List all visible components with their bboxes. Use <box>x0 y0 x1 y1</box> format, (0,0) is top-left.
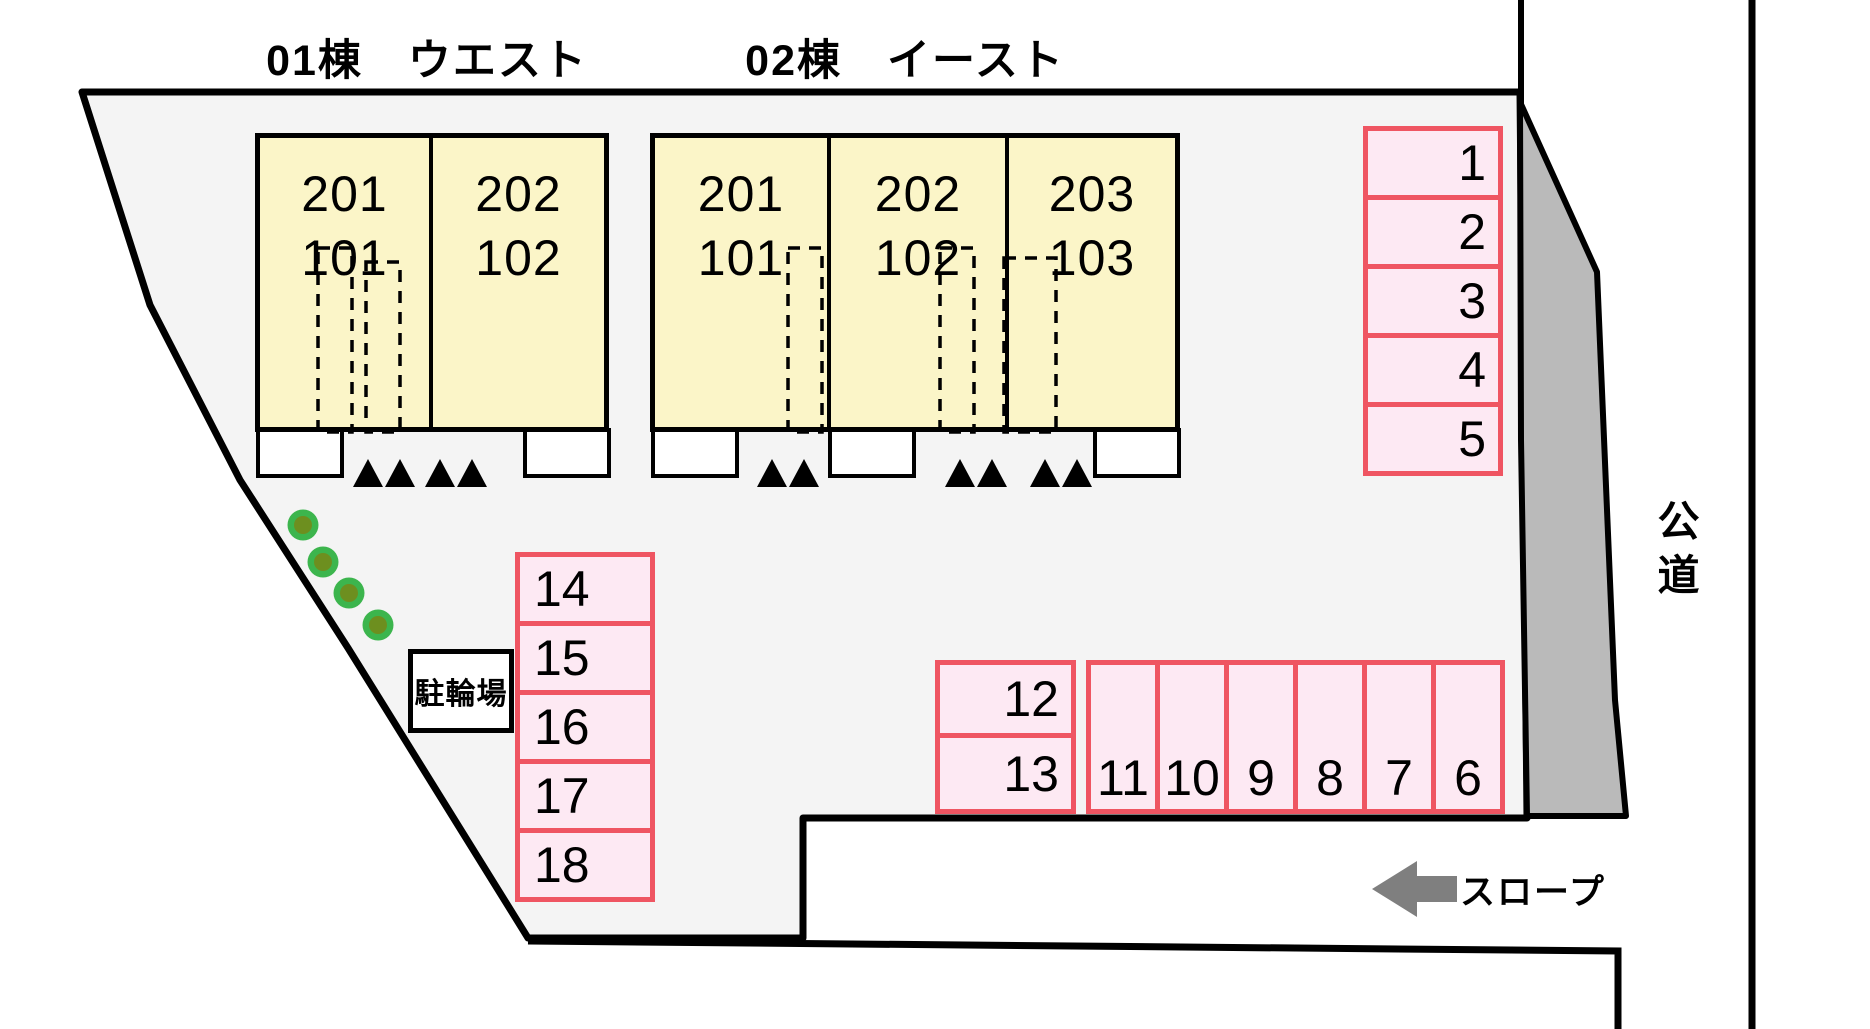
public-road-label: 公道 <box>1652 499 1699 607</box>
stall-number: 18 <box>534 837 590 893</box>
unit-number: 101 <box>301 230 388 286</box>
entrance-triangle-icon <box>425 459 455 487</box>
parking-stall-12: 12 <box>935 660 1076 738</box>
stall-number: 14 <box>534 561 590 617</box>
stall-number: 1 <box>1458 135 1486 191</box>
bottom-road-edge <box>527 937 1622 1029</box>
stall-number: 13 <box>1003 745 1059 802</box>
porch <box>1093 428 1181 478</box>
building-01-title: 01棟 ウエスト <box>266 37 588 85</box>
entrance-triangle-icon <box>385 459 415 487</box>
entrance-triangle-icon <box>353 459 383 487</box>
unit-number: 102 <box>475 230 562 286</box>
parking-stall-9: 9 <box>1224 660 1298 814</box>
bicycle-parking-box: 駐輪場 <box>408 649 514 733</box>
building-02-east: 201 101 202 102 203 103 <box>650 133 1180 432</box>
building-01-unit-1: 201 101 <box>260 138 429 427</box>
parking-stall-14: 14 <box>515 552 655 626</box>
porch <box>651 428 739 478</box>
offsite-gray-strip <box>1517 99 1629 819</box>
tree-icon <box>307 546 339 578</box>
stall-number: 6 <box>1454 750 1482 806</box>
parking-stall-2: 2 <box>1363 195 1503 269</box>
entrance-triangle-icon <box>1030 459 1060 487</box>
parking-stall-15: 15 <box>515 621 655 695</box>
parking-stall-5: 5 <box>1363 402 1503 476</box>
porch <box>828 428 916 478</box>
entrance-triangle-icon <box>945 459 975 487</box>
parking-stall-13: 13 <box>935 733 1076 814</box>
stall-number: 15 <box>534 630 590 686</box>
stall-number: 3 <box>1458 273 1486 329</box>
tree-icon <box>362 609 394 641</box>
stall-number: 4 <box>1458 342 1486 398</box>
building-02-unit-1: 201 101 <box>655 138 827 427</box>
unit-number: 102 <box>874 230 962 286</box>
entrance-triangle-icon <box>1062 459 1092 487</box>
porch <box>523 428 611 478</box>
entrance-triangle-icon <box>757 459 787 487</box>
stall-number: 5 <box>1458 411 1486 467</box>
stall-number: 8 <box>1316 750 1344 806</box>
slope-arrow-icon <box>1372 861 1457 917</box>
unit-number: 203 <box>1048 166 1136 222</box>
building-01-unit-2: 202 102 <box>429 138 604 427</box>
parking-stall-16: 16 <box>515 690 655 764</box>
building-02-title: 02棟 イースト <box>745 37 1065 85</box>
stall-number: 11 <box>1097 750 1149 806</box>
unit-number: 201 <box>301 166 388 222</box>
stall-number: 2 <box>1458 204 1486 260</box>
parking-stall-7: 7 <box>1362 660 1436 814</box>
stall-number: 16 <box>534 699 590 755</box>
parking-stall-8: 8 <box>1293 660 1367 814</box>
unit-number: 103 <box>1048 230 1136 286</box>
stall-number: 17 <box>534 768 590 824</box>
stall-number: 7 <box>1385 750 1413 806</box>
unit-number: 201 <box>697 166 785 222</box>
stall-number: 10 <box>1164 750 1220 806</box>
parking-stall-17: 17 <box>515 759 655 833</box>
unit-number: 101 <box>697 230 785 286</box>
building-01-west: 201 101 202 102 <box>255 133 609 432</box>
tree-icon <box>287 509 319 541</box>
parking-stall-3: 3 <box>1363 264 1503 338</box>
porch <box>256 428 344 478</box>
parking-stall-1: 1 <box>1363 126 1503 200</box>
tree-icon <box>333 577 365 609</box>
parking-stall-18: 18 <box>515 828 655 902</box>
parking-stall-10: 10 <box>1155 660 1229 814</box>
entrance-triangle-icon <box>457 459 487 487</box>
stall-number: 12 <box>1003 671 1059 727</box>
stall-number: 9 <box>1247 750 1275 806</box>
entrance-triangle-icon <box>977 459 1007 487</box>
unit-number: 202 <box>874 166 962 222</box>
building-02-unit-2: 202 102 <box>827 138 1005 427</box>
parking-stall-11: 11 <box>1086 660 1160 814</box>
slope-label: スロープ <box>1460 873 1606 912</box>
entrance-triangle-icon <box>789 459 819 487</box>
parking-stall-6: 6 <box>1431 660 1505 814</box>
parking-stall-4: 4 <box>1363 333 1503 407</box>
building-02-unit-3: 203 103 <box>1005 138 1175 427</box>
unit-number: 202 <box>475 166 562 222</box>
